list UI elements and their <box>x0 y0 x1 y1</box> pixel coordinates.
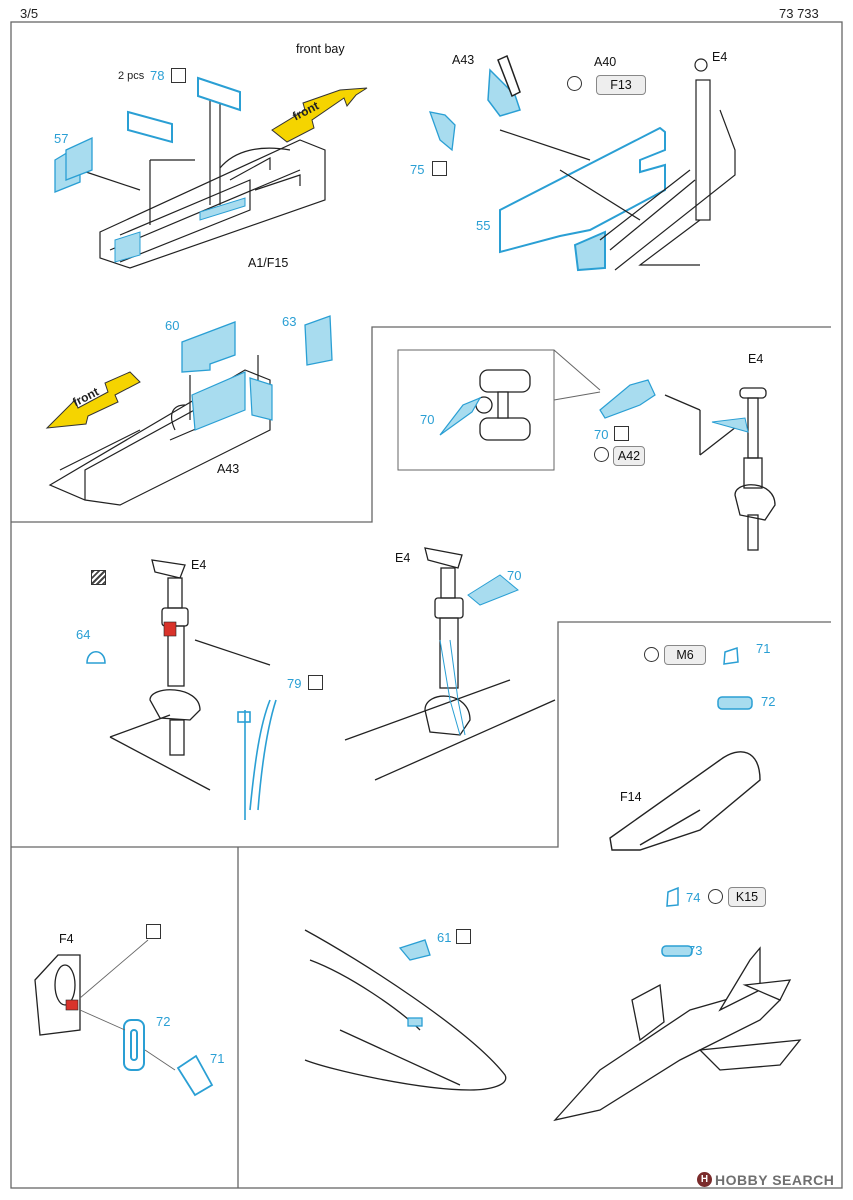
etch-on-strut-6 <box>439 574 519 736</box>
part-61-number: 61 <box>437 930 452 945</box>
e4-strut-2 <box>499 58 736 271</box>
hobby-search-watermark: HOBBY SEARCH <box>715 1172 835 1188</box>
etch-on-strut-4 <box>711 417 749 433</box>
part-60-number: 60 <box>165 318 180 333</box>
plastic-ref-m6: M6 <box>664 645 706 665</box>
remove-icon <box>644 647 659 662</box>
etched-part-74 <box>666 886 679 907</box>
etched-part-71-top <box>723 646 739 665</box>
ref-a40: A40 <box>594 55 617 69</box>
part-57-number: 57 <box>54 131 69 146</box>
ref-f4: F4 <box>59 932 74 946</box>
red-detail-8 <box>65 999 79 1011</box>
etched-part-72-top <box>717 696 753 710</box>
kit-code: 73 733 <box>779 6 819 21</box>
f14-part <box>609 751 761 851</box>
part-55-number: 55 <box>476 218 491 233</box>
part-74-number: 74 <box>686 890 701 905</box>
fold-icon <box>171 68 186 83</box>
remove-icon <box>708 889 723 904</box>
etched-part-72-left <box>123 1019 145 1071</box>
ref-a43: A43 <box>452 53 475 67</box>
e4-strut-4 <box>664 387 776 551</box>
etched-part-55 <box>499 126 666 272</box>
front-arrow-shape-1 <box>271 87 368 143</box>
fold-icon <box>614 426 629 441</box>
etch-inside-bay <box>114 197 246 263</box>
panel-frame <box>10 21 843 1189</box>
ref-e4-5: E4 <box>191 558 207 572</box>
e4-strut-6 <box>344 547 556 781</box>
etched-part-61 <box>398 939 431 1027</box>
a43-part-2 <box>487 54 521 117</box>
part-75-number: 75 <box>410 162 425 177</box>
part-64-number: 64 <box>76 627 91 642</box>
bay-assembly-1 <box>79 85 326 269</box>
etched-part-70-small <box>599 379 656 419</box>
part-72-number: 72 <box>761 694 776 709</box>
etched-part-70-inset <box>439 396 482 436</box>
part-63-number: 63 <box>282 314 297 329</box>
plastic-ref-a42: A42 <box>613 446 645 466</box>
etched-part-73 <box>661 945 693 957</box>
part-70-inset-number: 70 <box>420 412 435 427</box>
part-70-number: 70 <box>594 427 609 442</box>
front-bay-title: front bay <box>296 42 345 56</box>
guide-lines-8 <box>79 939 176 1071</box>
part-71-number: 71 <box>756 641 771 656</box>
remove-icon <box>594 447 609 462</box>
ref-f14: F14 <box>620 790 642 804</box>
red-detail-5 <box>163 621 177 637</box>
inset-box <box>397 349 601 471</box>
fuselage-nose <box>304 929 507 1091</box>
etched-part-71-left <box>176 1054 214 1097</box>
remove-icon <box>567 76 582 91</box>
plastic-ref-k15: K15 <box>728 887 766 907</box>
e4-strut-5 <box>109 559 271 791</box>
paint-icon <box>91 570 106 585</box>
etch-icon <box>146 924 161 939</box>
part-70-number-6: 70 <box>507 568 522 583</box>
etched-part-57 <box>54 136 93 193</box>
plastic-ref-f13: F13 <box>596 75 646 95</box>
ref-e4-6: E4 <box>395 551 411 565</box>
f4-part <box>34 954 81 1036</box>
part-72-number-8: 72 <box>156 1014 171 1029</box>
ref-e4-4: E4 <box>748 352 764 366</box>
hobby-search-logo-icon: H <box>697 1172 712 1187</box>
plastic-ref-a1-f15: A1/F15 <box>248 256 289 270</box>
ref-e4-2: E4 <box>712 50 728 64</box>
part-78-number: 78 <box>150 68 165 83</box>
fold-icon <box>456 929 471 944</box>
etch-walls-3 <box>191 371 273 431</box>
part-73-number: 73 <box>688 943 703 958</box>
part-71-number-8: 71 <box>210 1051 225 1066</box>
etched-part-60 <box>181 321 236 373</box>
wheel-drawing <box>475 369 531 441</box>
front-arrow-shape-3 <box>45 371 141 429</box>
etched-part-64 <box>86 651 106 664</box>
etched-part-78 <box>127 76 241 144</box>
fold-icon <box>432 161 447 176</box>
etched-part-79 <box>237 699 277 820</box>
fold-icon <box>308 675 323 690</box>
page-number: 3/5 <box>20 6 39 21</box>
qty-note: 2 pcs <box>118 70 145 82</box>
ref-a43-3: A43 <box>217 462 240 476</box>
aircraft-drawing <box>553 946 802 1122</box>
part-79-number: 79 <box>287 676 302 691</box>
etched-part-75 <box>429 111 456 152</box>
etched-part-63 <box>304 315 333 366</box>
